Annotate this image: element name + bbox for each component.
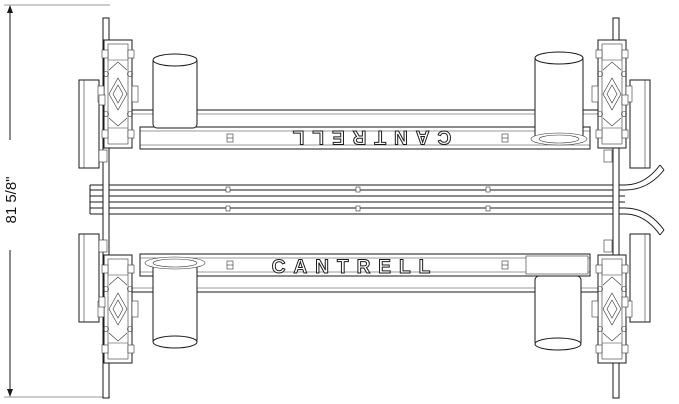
right-hub-plates — [629, 79, 651, 323]
cylinder-bottom-right — [534, 275, 582, 351]
track-assembly-bottom-left — [97, 254, 139, 364]
cylinder-bottom-left — [144, 256, 206, 349]
upper-beam — [139, 126, 591, 150]
track-assembly-bottom-right — [591, 254, 633, 364]
track-assembly-top-right — [591, 39, 633, 149]
cylinder-top-right — [530, 51, 588, 146]
track-assembly-top-left — [97, 39, 139, 149]
left-hub-plates — [78, 79, 100, 323]
lower-brand-label: CANTRELL — [272, 257, 438, 278]
lower-beam — [139, 253, 591, 277]
corner-posts — [102, 17, 620, 399]
hub-brackets — [98, 94, 629, 308]
dimension-label: 81 5/8" — [3, 176, 20, 223]
frame-rails — [130, 109, 605, 293]
cylinder-top-left — [152, 53, 198, 129]
upper-brand-label: CANTRELL — [285, 126, 451, 147]
center-track — [89, 164, 665, 236]
dimension-label-bg — [2, 140, 20, 250]
